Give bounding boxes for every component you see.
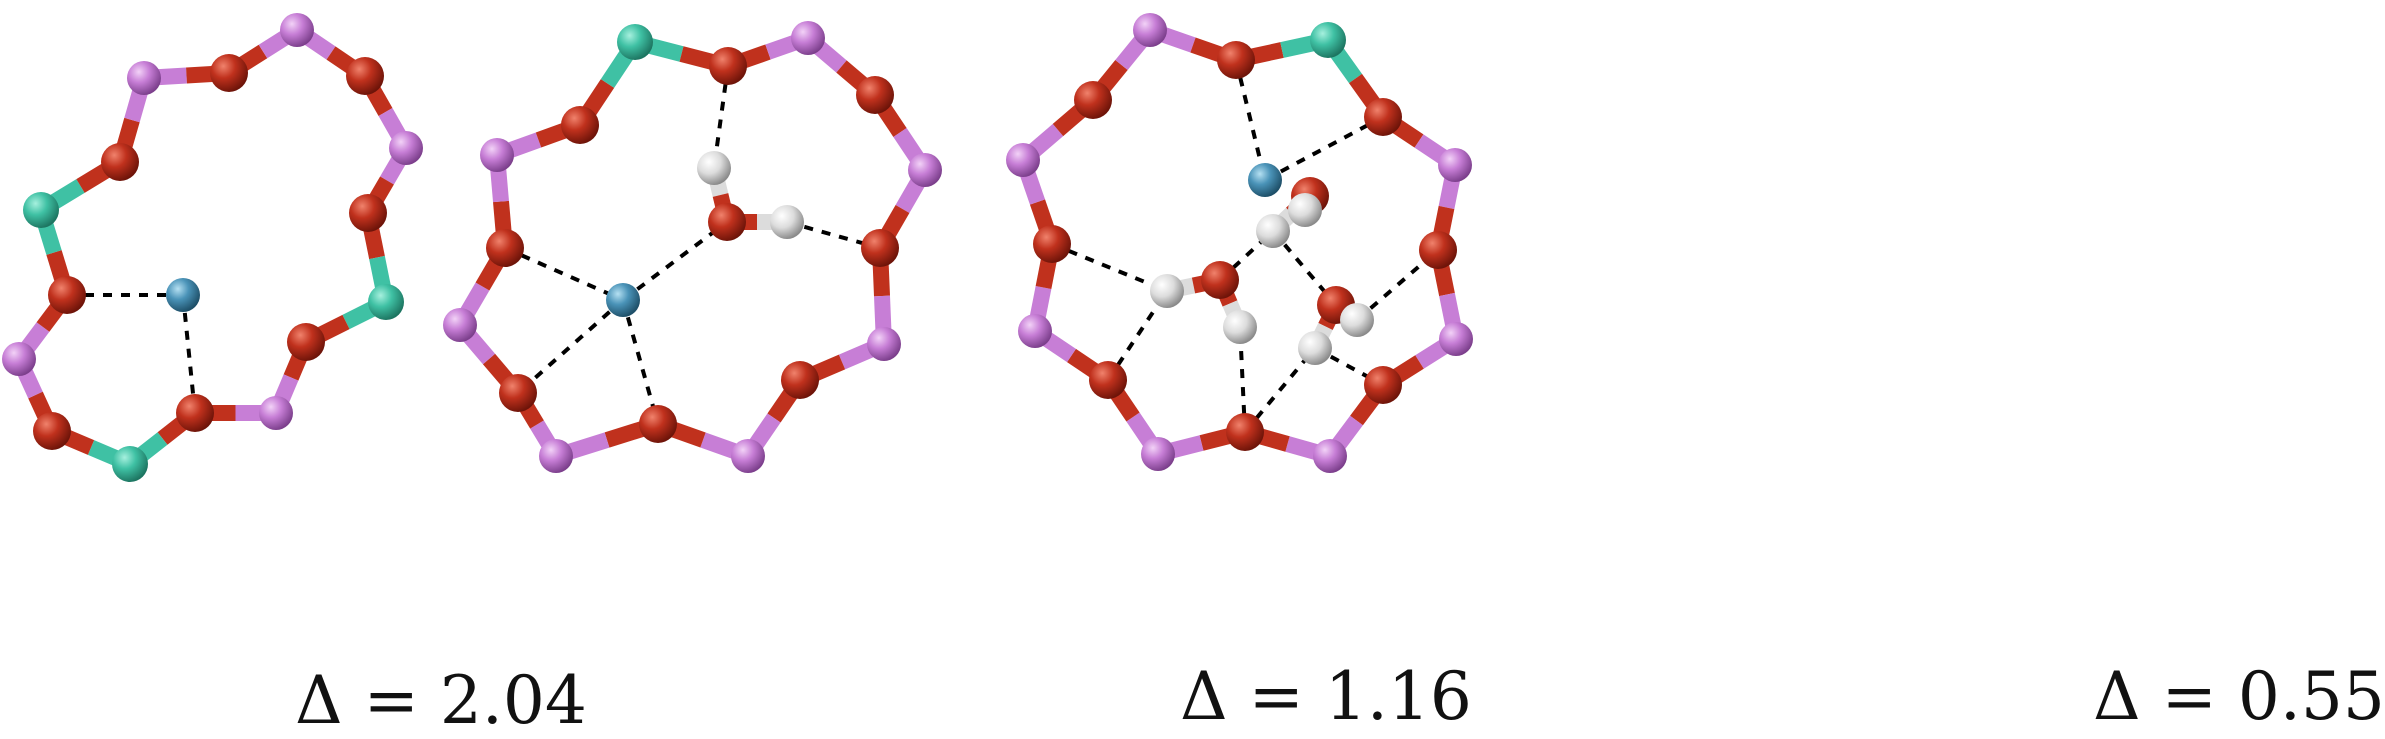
oxygen-atom: [1074, 81, 1112, 119]
aluminum-atom: [23, 192, 59, 228]
oxygen-atom: [1364, 366, 1402, 404]
oxygen-atom: [210, 54, 248, 92]
sodium-ion: [1248, 163, 1282, 197]
hydrogen-atom: [1340, 303, 1374, 337]
oxygen-atom: [708, 203, 746, 241]
hydrogen-atom: [770, 205, 804, 239]
aluminum-atom: [617, 24, 653, 60]
silicon-atom: [127, 61, 161, 95]
oxygen-atom: [486, 229, 524, 267]
hydrogen-atom: [1150, 274, 1184, 308]
panel-1-delta-label: Δ = 2.04: [295, 662, 587, 739]
oxygen-atom: [1364, 98, 1402, 136]
hydrogen-bond: [516, 298, 625, 395]
oxygen-atom: [1201, 261, 1239, 299]
hydrogen-bond: [621, 299, 660, 425]
oxygen-atom: [1033, 225, 1071, 263]
hydrogen-bonds-layer: [67, 59, 1440, 434]
aluminum-atom: [1310, 22, 1346, 58]
panel-2-delta-label: Δ = 1.16: [1180, 658, 1472, 735]
hydrogen-bond: [1234, 59, 1267, 181]
silicon-atom: [1006, 143, 1040, 177]
oxygen-atom: [561, 106, 599, 144]
hydrogen-bond: [621, 220, 729, 302]
sodium-ion: [606, 283, 640, 317]
oxygen-atom: [346, 57, 384, 95]
aluminum-atom: [112, 446, 148, 482]
silicon-atom: [539, 439, 573, 473]
oxygen-atom: [176, 394, 214, 432]
oxygen-atom: [709, 47, 747, 85]
silicon-atom: [908, 153, 942, 187]
silicon-atom: [1439, 322, 1473, 356]
silicon-atom: [867, 327, 901, 361]
panel-3-delta-label: Δ = 0.55: [2093, 658, 2385, 735]
oxygen-atom: [1089, 361, 1127, 399]
atoms-layer: [2, 13, 1473, 482]
silicon-atom: [1133, 13, 1167, 47]
hydrogen-atom: [1223, 310, 1257, 344]
hydrogen-atom: [1256, 214, 1290, 248]
hydrogen-bond: [1264, 115, 1384, 182]
hydrogen-bond: [181, 294, 197, 414]
oxygen-atom: [781, 361, 819, 399]
hydrogen-bond: [1314, 346, 1384, 387]
silicon-atom: [280, 13, 314, 47]
hydrogen-atom: [1298, 331, 1332, 365]
silicon-atom: [2, 342, 36, 376]
oxygen-atom: [861, 229, 899, 267]
oxygen-atom: [287, 323, 325, 361]
oxygen-atom: [639, 405, 677, 443]
silicon-atom: [443, 308, 477, 342]
hydrogen-atom: [697, 151, 731, 185]
oxygen-atom: [1226, 413, 1264, 451]
silicon-atom: [1141, 437, 1175, 471]
silicon-atom: [259, 396, 293, 430]
oxygen-atom: [856, 76, 894, 114]
oxygen-atom: [349, 194, 387, 232]
hydrogen-bond: [504, 246, 624, 302]
silicon-atom: [731, 439, 765, 473]
aluminum-atom: [368, 284, 404, 320]
oxygen-atom: [101, 143, 139, 181]
hydrogen-bond: [1051, 242, 1168, 293]
oxygen-atom: [1419, 231, 1457, 269]
oxygen-atom: [499, 374, 537, 412]
silicon-atom: [791, 21, 825, 55]
silicon-atom: [480, 138, 514, 172]
silicon-atom: [389, 131, 423, 165]
oxygen-atom: [48, 276, 86, 314]
sodium-ion: [166, 278, 200, 312]
oxygen-atom: [33, 412, 71, 450]
oxygen-atom: [1217, 41, 1255, 79]
silicon-atom: [1438, 148, 1472, 182]
hydrogen-atom: [1288, 193, 1322, 227]
bonds-layer: [11, 22, 1464, 472]
silicon-atom: [1313, 439, 1347, 473]
silicon-atom: [1018, 314, 1052, 348]
